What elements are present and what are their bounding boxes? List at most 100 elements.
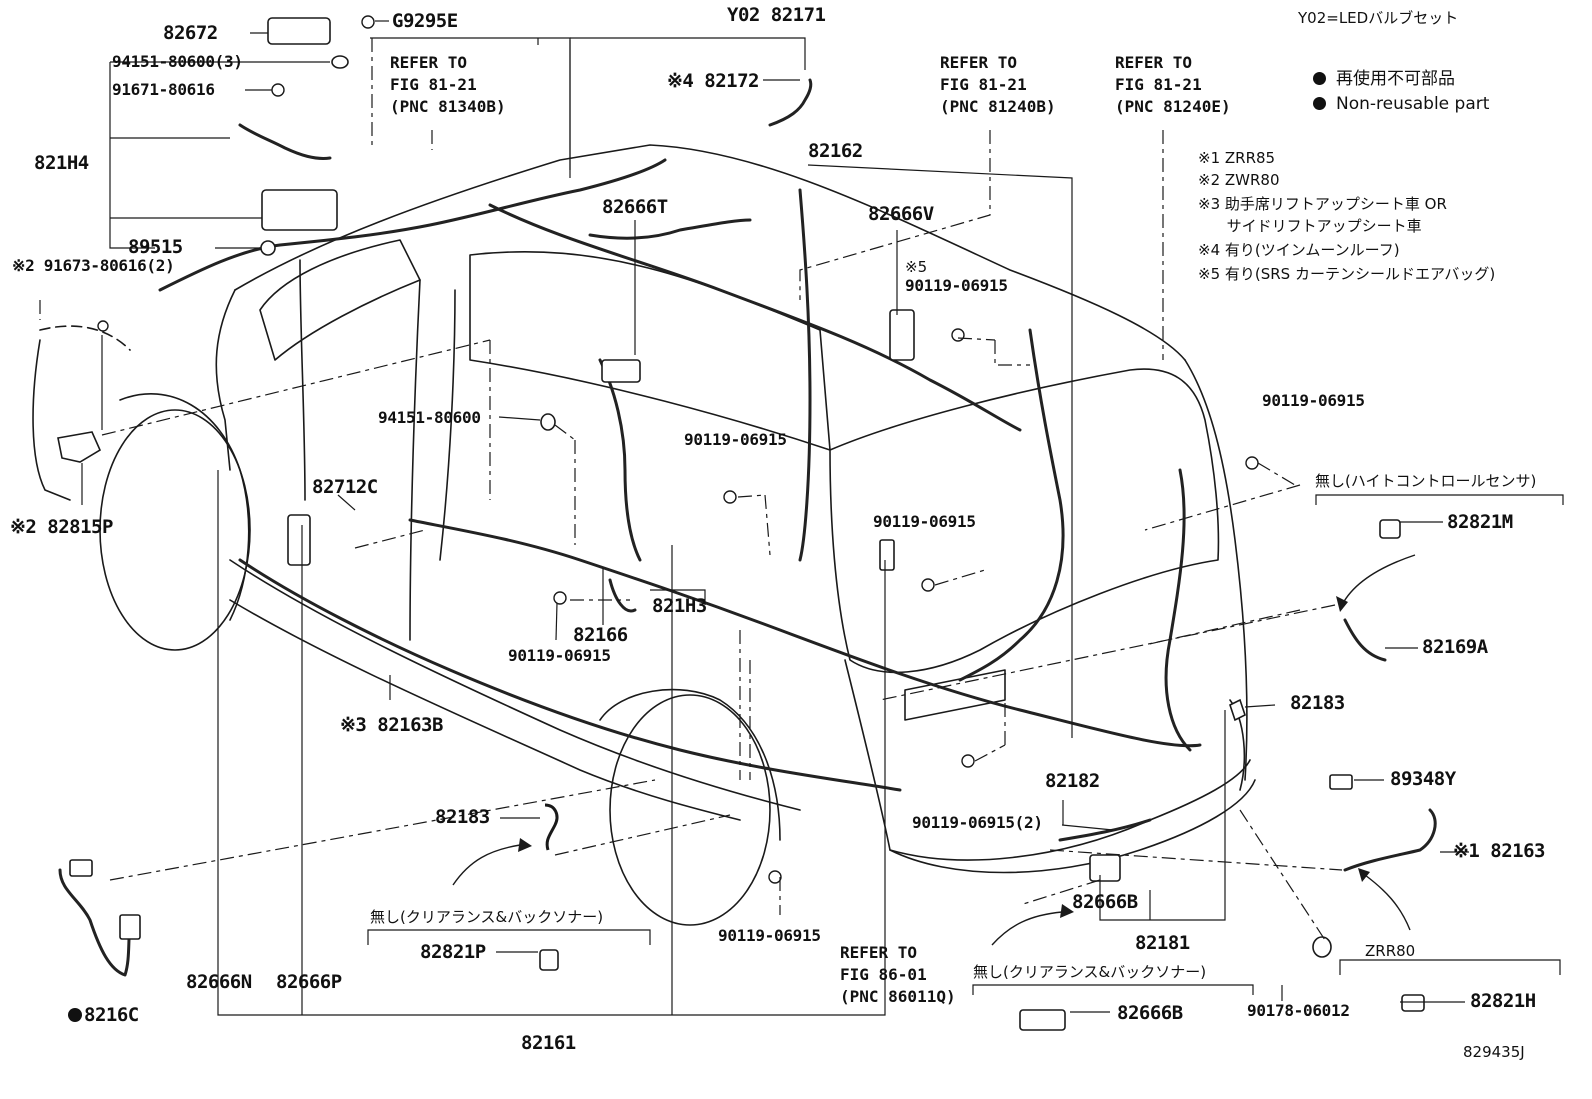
part-number: 82666B (1117, 1002, 1183, 1024)
part-number: ※3 82163B (340, 714, 443, 736)
connector-82183-right (1229, 698, 1246, 722)
roof-console-box (261, 189, 338, 231)
connector (879, 539, 895, 571)
harness-side-long (238, 558, 902, 792)
harness-82169a (1343, 618, 1387, 662)
part-number: ※4 82172 (667, 70, 760, 92)
connector (1329, 774, 1353, 790)
grommet (540, 413, 556, 431)
condition-label: ZRR80 (1365, 942, 1416, 960)
part-number: 82666V (868, 203, 934, 225)
side-lower (229, 599, 741, 821)
connector (539, 949, 559, 971)
part-number: 90119-06915 (905, 276, 1008, 295)
part-number: 82821M (1447, 511, 1513, 533)
part-number: ※2 91673-80616(2) (12, 256, 175, 275)
harness-rear-right (1164, 468, 1192, 752)
filled-dot-icon (68, 1008, 82, 1022)
footnote: サイドリフトアップシート車 (1198, 217, 1422, 235)
harness-82163 (1343, 808, 1437, 872)
part-number: 89348Y (1390, 768, 1456, 790)
front-window (259, 239, 421, 361)
roof-outline (234, 144, 1186, 361)
condition-label: 無し(クリアランス&バックソナー) (370, 908, 604, 926)
sensor-bracket (57, 431, 102, 463)
sliding-door-window (469, 251, 831, 451)
front-fender (32, 339, 71, 501)
front-wheel (99, 409, 251, 651)
bolt (723, 490, 737, 504)
filled-dot-icon (1313, 72, 1326, 85)
grommet (260, 240, 276, 256)
part-number: 821H3 (652, 595, 707, 617)
part-number: 90119-06915 (508, 646, 611, 665)
footnote: ※5 有り(SRS カーテンシールドエアバッグ) (1198, 265, 1496, 283)
part-number: 82181 (1135, 932, 1190, 954)
connector (267, 17, 331, 45)
b-pillar (299, 259, 306, 501)
connector (119, 914, 141, 940)
license-plate (904, 669, 1006, 721)
part-number: 90119-06915 (873, 512, 976, 531)
filled-dot-icon (1313, 97, 1326, 110)
bolt (361, 15, 375, 29)
bolt (97, 320, 109, 332)
part-number: 82166 (573, 624, 628, 646)
connector (601, 359, 641, 383)
connector (1089, 854, 1121, 882)
connector (69, 859, 93, 877)
part-number: ※2 82815P (10, 516, 113, 538)
part-number: 90119-06915 (1262, 391, 1365, 410)
condition-label: 無し(ハイトコントロールセンサ) (1315, 472, 1537, 490)
part-number: 821H4 (34, 152, 89, 174)
bolt (961, 754, 975, 768)
harness-82216c (58, 868, 132, 977)
part-number: 82666B (1072, 891, 1138, 913)
rear-wheel (609, 694, 771, 926)
part-number: 90119-06915 (684, 430, 787, 449)
harness-front-roof (588, 218, 752, 240)
clip-82183 (544, 803, 559, 851)
part-number: 82672 (163, 22, 218, 44)
bolt (553, 591, 567, 605)
part-number: 82712C (312, 476, 378, 498)
connector (1401, 994, 1425, 1012)
bolt (768, 870, 782, 884)
part-number: 82666N (186, 971, 252, 993)
harness-82166 (608, 578, 637, 613)
part-number: 82666T (602, 196, 668, 218)
harness-821h4 (238, 123, 332, 160)
grommet (331, 55, 349, 69)
part-number: 90119-06915 (718, 926, 821, 945)
harness-backdoor-low (1058, 818, 1152, 842)
connector (1379, 519, 1401, 539)
kit-note: Y02=LEDバルブセット (1298, 9, 1459, 27)
part-number: 94151-80600(3) (112, 52, 243, 71)
legend-item: Non-reusable part (1313, 91, 1489, 117)
part-number: 91671-80616 (112, 80, 215, 99)
footnote: ※4 有り(ツインムーンルーフ) (1198, 241, 1400, 259)
connector (1019, 1009, 1066, 1031)
sliding-door-front (409, 279, 421, 641)
connector (287, 514, 311, 566)
part-number-nonreusable: 8216C (68, 1006, 139, 1025)
part-number: 82183 (1290, 692, 1345, 714)
harness-82172 (768, 78, 813, 127)
part-number: 89515 (128, 236, 183, 258)
bolt (921, 578, 935, 592)
footnote: ※2 ZWR80 (1198, 171, 1280, 189)
footnote: ※1 ZRR85 (1198, 149, 1276, 167)
condition-label: 無し(クリアランス&バックソナー) (973, 963, 1207, 981)
part-number: 82161 (521, 1032, 576, 1054)
rear-lower-body (844, 659, 1251, 861)
front-wheel-arch (119, 393, 250, 621)
harness-roof-center (798, 188, 812, 562)
side-sill (229, 559, 801, 811)
roof-front-edge (215, 289, 236, 471)
part-number: 82162 (808, 140, 863, 162)
bolt (1245, 456, 1259, 470)
